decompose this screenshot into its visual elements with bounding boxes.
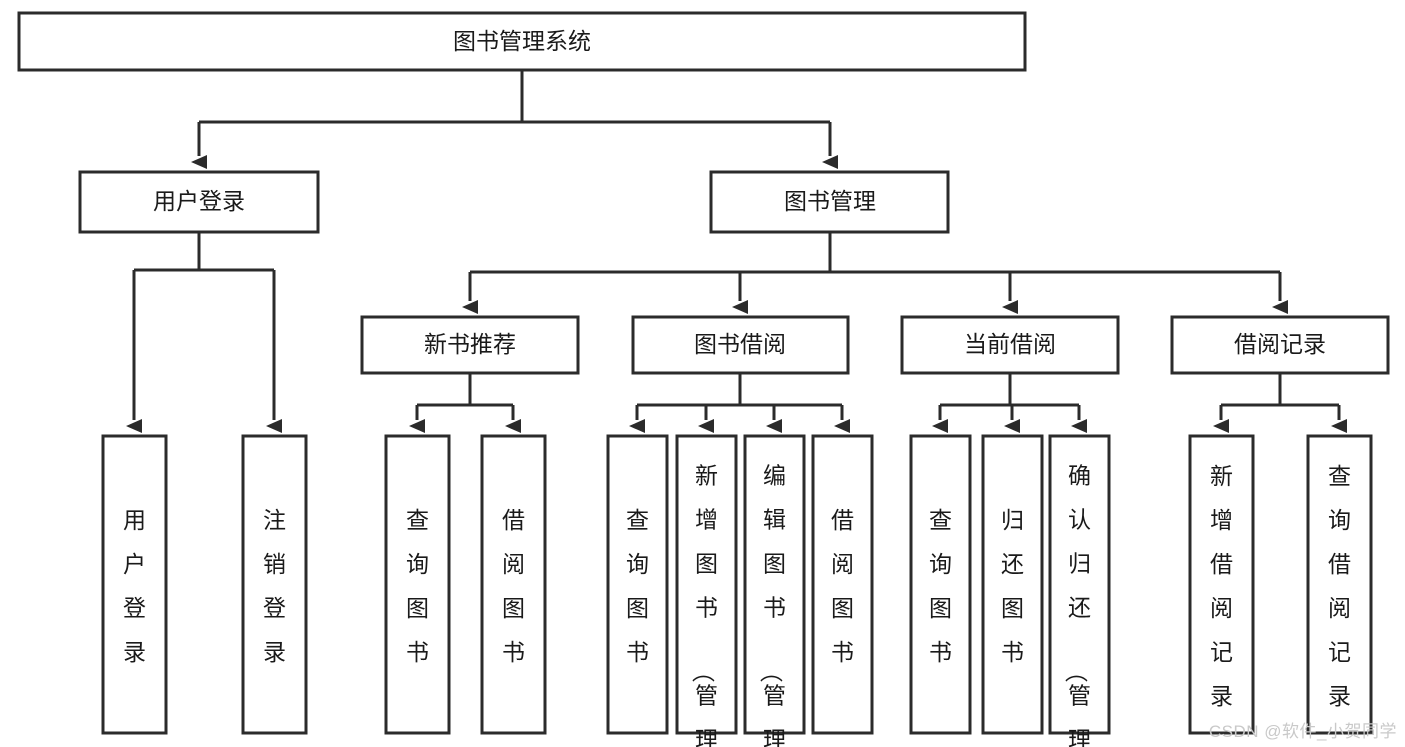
node-borrow-record-label: 借阅记录 <box>1234 331 1326 357</box>
node-leaf-borrow-book-1-box[interactable] <box>480 434 547 735</box>
node-user-login-box[interactable] <box>78 170 320 234</box>
node-borrow-record-box[interactable] <box>1170 315 1390 375</box>
node-new-book-rec-box[interactable] <box>360 315 580 375</box>
node-leaf-query-book-3-label: 查询图书 <box>929 507 952 665</box>
node-leaf-query-book-2[interactable]: 查询图书 <box>606 434 669 735</box>
node-leaf-query-book-1-label: 查询图书 <box>406 507 429 665</box>
node-leaf-query-book-2-label: 查询图书 <box>626 507 649 665</box>
node-leaf-add-record[interactable]: 新增借阅记录 <box>1188 434 1255 735</box>
node-borrow-record[interactable]: 借阅记录 <box>1170 315 1390 375</box>
connector-group-root <box>191 70 838 169</box>
connector-group-current-borrow <box>932 373 1087 433</box>
node-leaf-confirm-return[interactable]: 确认归还（管理员） <box>1048 434 1111 747</box>
connector-group-book-borrow <box>629 373 850 433</box>
node-leaf-confirm-return-label: 确认归还（管理员） <box>1063 463 1091 747</box>
csdn-watermark: CSDN @软件_小贺同学 <box>1208 722 1397 741</box>
node-leaf-return-book-label: 归还图书 <box>1001 507 1024 665</box>
node-book-borrow-box[interactable] <box>631 315 850 375</box>
connector-group-borrow-record <box>1213 373 1347 433</box>
node-leaf-add-record-label: 新增借阅记录 <box>1210 463 1233 709</box>
node-leaf-query-book-1-box[interactable] <box>384 434 451 735</box>
node-root-box[interactable] <box>17 11 1027 72</box>
node-leaf-borrow-book-2-label: 借阅图书 <box>831 507 854 665</box>
node-leaf-add-record-box[interactable] <box>1188 434 1255 735</box>
node-leaf-user-logout[interactable]: 注销登录 <box>241 434 308 735</box>
node-leaf-edit-book-box[interactable] <box>743 434 806 735</box>
node-leaf-add-book-label: 新增图书（管理员） <box>690 463 718 747</box>
node-user-login[interactable]: 用户登录 <box>78 170 320 234</box>
node-current-borrow-label: 当前借阅 <box>964 331 1056 357</box>
node-leaf-add-book-box[interactable] <box>675 434 738 735</box>
node-book-manage-box[interactable] <box>709 170 950 234</box>
node-leaf-borrow-book-2-box[interactable] <box>811 434 874 735</box>
node-leaf-query-book-3-box[interactable] <box>909 434 972 735</box>
node-leaf-query-record-box[interactable] <box>1306 434 1373 735</box>
connector-group-new-book-rec <box>409 373 521 433</box>
node-leaf-user-logout-label: 注销登录 <box>263 507 286 665</box>
node-leaf-return-book-box[interactable] <box>981 434 1044 735</box>
node-leaf-query-record[interactable]: 查询借阅记录 <box>1306 434 1373 735</box>
node-leaf-edit-book-label: 编辑图书（管理员） <box>758 463 786 747</box>
node-leaf-edit-book[interactable]: 编辑图书（管理员） <box>743 434 806 747</box>
node-leaf-borrow-book-1-label: 借阅图书 <box>502 507 525 665</box>
leaf-node-layer: 用户登录 注销登录 查询图书 借阅图书 查询图书 新增图书（管理员） 编辑图书（管理员） 借阅… <box>101 434 1373 747</box>
node-book-borrow-label: 图书借阅 <box>694 331 786 357</box>
node-leaf-confirm-return-box[interactable] <box>1048 434 1111 735</box>
node-new-book-rec[interactable]: 新书推荐 <box>360 315 580 375</box>
node-leaf-user-login-box[interactable] <box>101 434 168 735</box>
node-leaf-query-book-2-box[interactable] <box>606 434 669 735</box>
node-book-manage-label: 图书管理 <box>784 188 876 214</box>
node-leaf-query-record-label: 查询借阅记录 <box>1328 463 1351 709</box>
node-leaf-user-login[interactable]: 用户登录 <box>101 434 168 735</box>
node-root-label: 图书管理系统 <box>453 28 591 54</box>
node-user-login-label: 用户登录 <box>153 188 245 214</box>
node-leaf-return-book[interactable]: 归还图书 <box>981 434 1044 735</box>
connector-group-book-manage <box>462 232 1288 314</box>
node-current-borrow[interactable]: 当前借阅 <box>900 315 1120 375</box>
node-leaf-borrow-book-2[interactable]: 借阅图书 <box>811 434 874 735</box>
node-leaf-borrow-book-1[interactable]: 借阅图书 <box>480 434 547 735</box>
node-book-manage[interactable]: 图书管理 <box>709 170 950 234</box>
node-current-borrow-box[interactable] <box>900 315 1120 375</box>
node-leaf-user-logout-box[interactable] <box>241 434 308 735</box>
connector-group-user-login <box>126 232 282 433</box>
node-root[interactable]: 图书管理系统 <box>17 11 1027 72</box>
node-leaf-query-book-1[interactable]: 查询图书 <box>384 434 451 735</box>
node-leaf-query-book-3[interactable]: 查询图书 <box>909 434 972 735</box>
node-leaf-user-login-label: 用户登录 <box>123 507 146 665</box>
node-book-borrow[interactable]: 图书借阅 <box>631 315 850 375</box>
node-new-book-rec-label: 新书推荐 <box>424 331 516 357</box>
node-leaf-add-book[interactable]: 新增图书（管理员） <box>675 434 738 747</box>
